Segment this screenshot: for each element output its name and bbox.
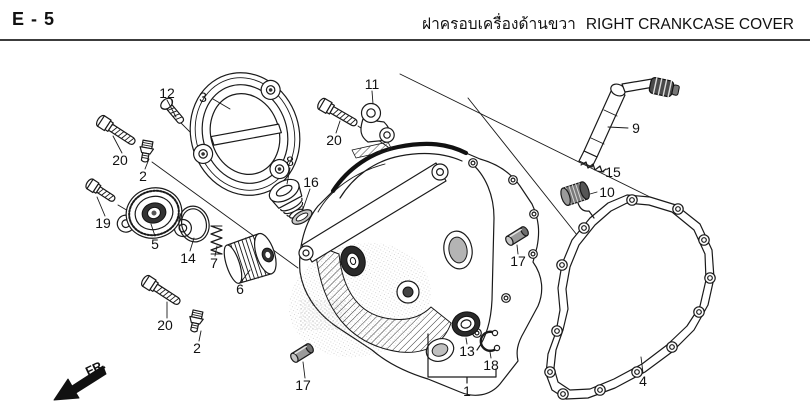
oil-dipstick	[578, 77, 680, 168]
diagram-drawing: FR.	[53, 72, 716, 401]
clamp-mount-pad	[351, 141, 393, 159]
page-title: ฝาครอบเครื่องด้านขวา RIGHT CRANKCASE COVE…	[422, 11, 794, 36]
oil-filter-cover	[116, 187, 192, 239]
gasket-bolt-holes	[544, 194, 716, 400]
cover-gasket	[544, 194, 716, 400]
kick-shaft-boss	[425, 338, 455, 362]
leader-lines	[96, 90, 644, 384]
page-title-english: RIGHT CRANKCASE COVER	[585, 16, 794, 33]
page-title-thai: ฝาครอบเครื่องด้านขวา	[421, 16, 576, 33]
sealing-bolt-2-upper	[137, 139, 156, 164]
flange-bolt-holes	[468, 158, 539, 338]
oil-filler-cap	[268, 178, 304, 219]
round-cover-plate	[189, 72, 301, 196]
wire-clamp-bracket	[360, 102, 395, 143]
flange-bolt-19	[83, 176, 118, 206]
kick-lever-strap	[298, 162, 449, 263]
flange-recess	[443, 230, 473, 270]
flange-bolt-20-top-center	[315, 96, 361, 130]
lower-boss	[396, 280, 420, 304]
clutch-opening-hatch	[314, 244, 452, 353]
front-direction-arrow: FR.	[53, 358, 108, 401]
circlip	[479, 329, 501, 352]
filter-rotor	[223, 232, 277, 284]
filter-spring	[210, 225, 223, 255]
right-crankcase-cover-body	[288, 141, 543, 396]
section-code: E - 5	[12, 9, 56, 29]
oil-seal	[451, 311, 481, 337]
sealing-bolt-2-lower	[186, 308, 206, 334]
small-spring	[580, 161, 607, 173]
flange-bolt-20-lower-left	[139, 273, 184, 309]
o-ring-large	[178, 205, 210, 243]
o-ring-filler	[291, 209, 313, 225]
relief-valve	[560, 181, 595, 219]
crank-seal-bore	[340, 245, 366, 277]
dowel-pin-17-left	[288, 341, 316, 365]
page-header: E - 5 ฝาครอบเครื่องด้านขวา RIGHT CRANKCAS…	[0, 0, 810, 41]
